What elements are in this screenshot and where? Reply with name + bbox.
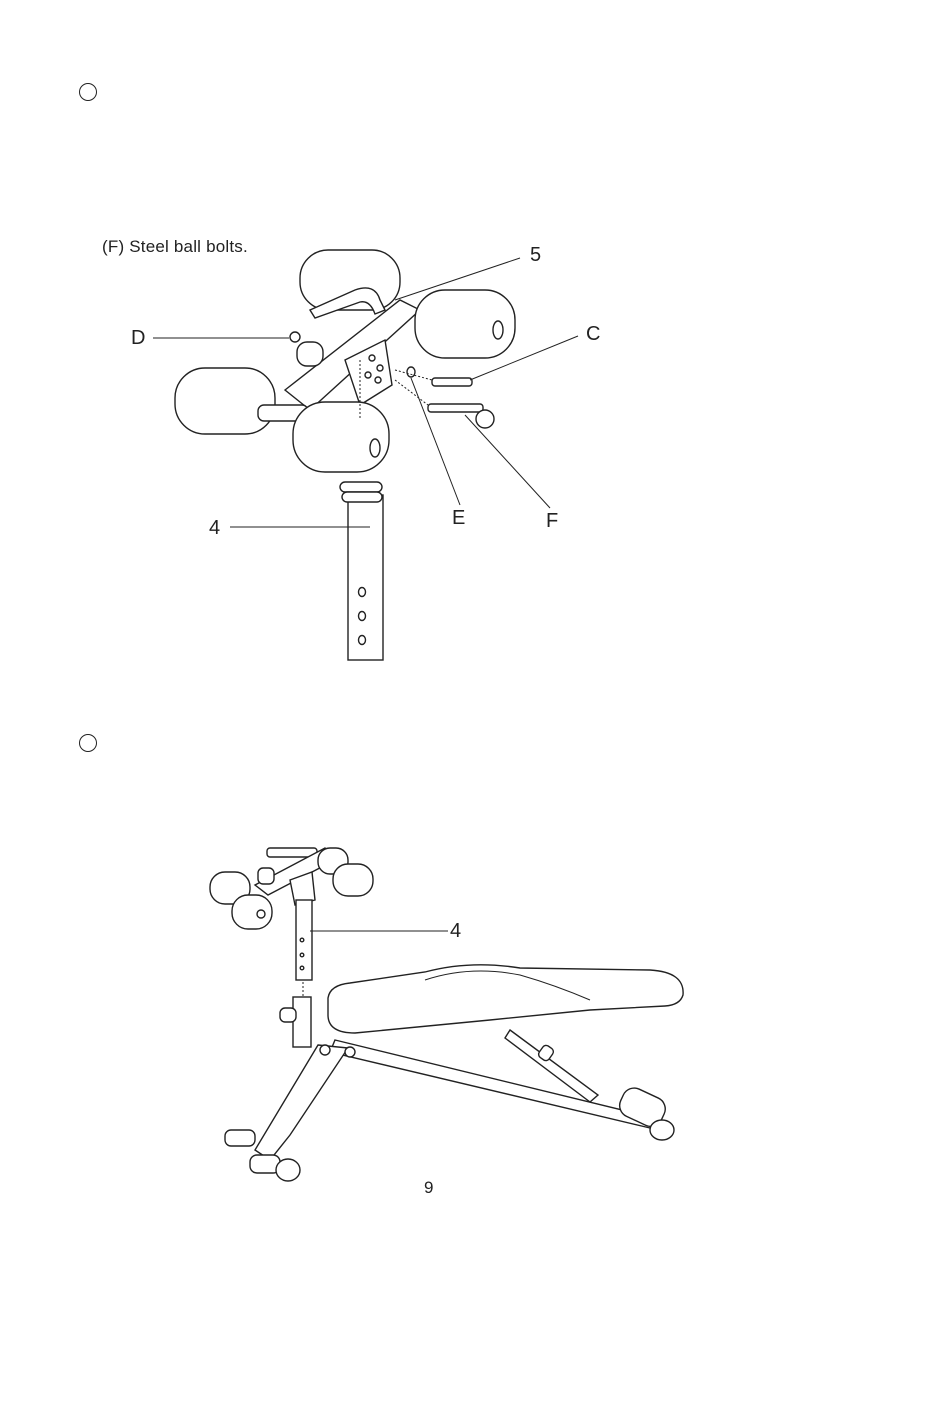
seat-pad bbox=[328, 965, 683, 1033]
page-number: 9 bbox=[424, 1178, 433, 1198]
main-rail bbox=[330, 1040, 655, 1128]
step2-left-roller-lower bbox=[232, 895, 272, 929]
step2-callout-part-4: 4 bbox=[450, 920, 461, 943]
step2-right-roller bbox=[333, 864, 373, 896]
front-tube bbox=[293, 997, 311, 1047]
